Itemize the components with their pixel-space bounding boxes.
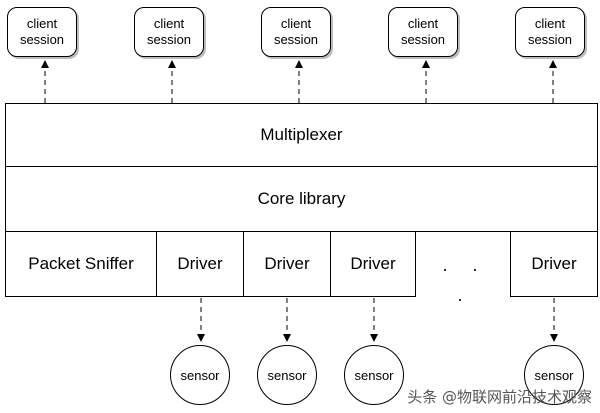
sensor-label: sensor [534, 367, 574, 383]
sensor-label: sensor [354, 367, 394, 383]
client-session-5: client session [515, 7, 585, 57]
client-session-1: client session [7, 7, 77, 57]
client-session-label: client session [400, 16, 446, 47]
client-session-label: client session [527, 16, 573, 47]
driver-box-2: Driver [243, 231, 331, 297]
multiplexer-label: Multiplexer [260, 125, 343, 144]
driver-label: Driver [177, 254, 223, 273]
ellipsis: . . . [442, 255, 488, 305]
driver-box-1: Driver [156, 231, 244, 297]
sensor-3: sensor [344, 345, 404, 405]
client-session-3: client session [261, 7, 331, 57]
sensor-label: sensor [267, 367, 307, 383]
client-session-label: client session [273, 16, 319, 47]
client-session-2: client session [134, 7, 204, 57]
sensor-1: sensor [170, 345, 230, 405]
driver-label: Driver [264, 254, 310, 273]
watermark: 头条 @物联网前沿技术观察 [407, 388, 592, 406]
core-library-label: Core library [257, 189, 346, 208]
driver-label: Driver [350, 254, 396, 273]
core-library-layer: Core library [5, 166, 598, 232]
sensor-label: sensor [180, 367, 220, 383]
driver-label: Driver [531, 254, 577, 273]
packet-sniffer-label: Packet Sniffer [28, 254, 134, 273]
client-session-label: client session [19, 16, 65, 47]
driver-box-3: Driver [330, 231, 416, 297]
multiplexer-layer: Multiplexer [5, 103, 598, 167]
sensor-4: sensor [524, 345, 584, 405]
client-session-label: client session [146, 16, 192, 47]
sensor-2: sensor [257, 345, 317, 405]
driver-box-4: Driver [510, 231, 598, 297]
packet-sniffer-box: Packet Sniffer [5, 231, 157, 297]
client-session-4: client session [388, 7, 458, 57]
